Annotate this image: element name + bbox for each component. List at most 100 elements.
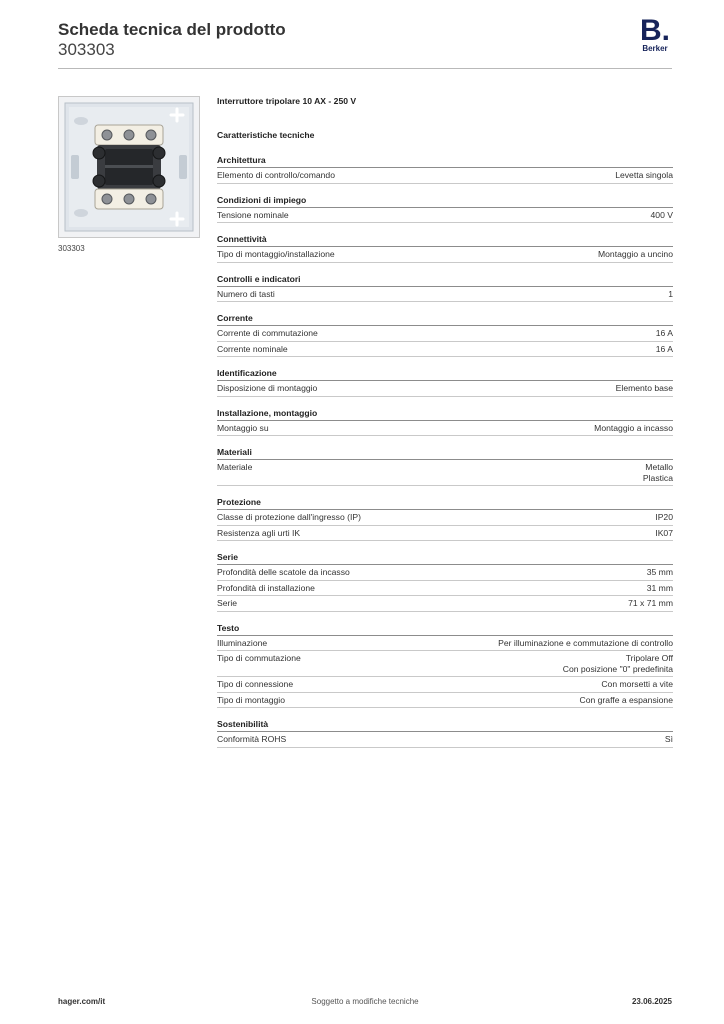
spec-label: Disposizione di montaggio bbox=[217, 383, 318, 393]
spec-value-line: Levetta singola bbox=[615, 170, 673, 180]
spec-value: Montaggio a uncino bbox=[598, 249, 673, 260]
spec-row: Classe di protezione dall'ingresso (IP) I… bbox=[217, 510, 673, 526]
product-code: 303303 bbox=[58, 40, 115, 59]
spec-value: IP20 bbox=[655, 512, 673, 523]
spec-label: Profondità di installazione bbox=[217, 582, 315, 593]
spec-value-line: 400 V bbox=[650, 209, 673, 220]
spec-value-line: Plastica bbox=[642, 472, 673, 483]
spec-value: Con graffe a espansione bbox=[580, 695, 674, 706]
spec-value: Elemento base bbox=[616, 383, 673, 394]
footer-note: Soggetto a modifiche tecniche bbox=[311, 997, 419, 1006]
logo-letter: B. bbox=[640, 14, 670, 47]
spec-value: 31 mm bbox=[647, 583, 673, 594]
spec-value: 71 x 71 mm bbox=[628, 598, 673, 609]
spec-value-line: Con morsetti a vite bbox=[601, 679, 673, 689]
spec-row: Profondità di installazione 31 mm bbox=[217, 581, 673, 596]
section-title: Architettura bbox=[217, 155, 673, 168]
spec-value: 16 A bbox=[656, 344, 673, 355]
spec-value-line: 71 x 71 mm bbox=[628, 598, 673, 608]
section-title: Identificazione bbox=[217, 368, 673, 381]
spec-label: Corrente nominale bbox=[217, 343, 288, 354]
spec-value: Per illuminazione e commutazione di cont… bbox=[498, 638, 673, 649]
spec-value: 16 A bbox=[656, 328, 673, 339]
header-divider bbox=[58, 68, 672, 69]
spec-row: Corrente di commutazione 16 A bbox=[217, 326, 673, 342]
spec-row: Serie 71 x 71 mm bbox=[217, 596, 673, 612]
spec-label: Materiale bbox=[217, 462, 253, 472]
section-title: Installazione, montaggio bbox=[217, 408, 673, 421]
section-title: Testo bbox=[217, 623, 673, 636]
spec-value: Montaggio a incasso bbox=[594, 423, 673, 434]
spec-value-line: 16 A bbox=[655, 328, 673, 338]
spec-row: Elemento di controllo/comando Levetta sin… bbox=[217, 168, 673, 184]
document-title: Scheda tecnica del prodotto bbox=[58, 20, 286, 39]
spec-value-line: 31 mm bbox=[646, 582, 673, 593]
spec-value: Sì bbox=[665, 734, 673, 745]
section-title: Protezione bbox=[217, 497, 673, 510]
spec-value: Con morsetti a vite bbox=[601, 679, 673, 690]
spec-label: Corrente di commutazione bbox=[217, 328, 318, 338]
spec-label: Tipo di montaggio/installazione bbox=[217, 249, 335, 259]
spec-row: Illuminazione Per illuminazione e commuta… bbox=[217, 636, 673, 651]
section-title: Corrente bbox=[217, 313, 673, 326]
spec-value-line: Sì bbox=[664, 734, 673, 744]
section-title: Controlli e indicatori bbox=[217, 274, 673, 287]
switch-insert-image bbox=[58, 96, 200, 238]
spec-label: Tensione nominale bbox=[217, 209, 289, 220]
spec-heading: Caratteristiche tecniche bbox=[217, 130, 315, 140]
spec-label: Numero di tasti bbox=[217, 288, 275, 299]
spec-label: Profondità delle scatole da incasso bbox=[217, 567, 350, 577]
section-title: Materiali bbox=[217, 447, 673, 460]
spec-value: Levetta singola bbox=[615, 170, 673, 181]
spec-row: Disposizione di montaggio Elemento base bbox=[217, 381, 673, 397]
spec-value-line: Con posizione "0" predefinita bbox=[562, 663, 673, 674]
spec-value-line: Montaggio a incasso bbox=[594, 422, 673, 433]
spec-row: Conformità ROHS Sì bbox=[217, 732, 673, 748]
section-title: Connettività bbox=[217, 234, 673, 247]
spec-label: Classe di protezione dall'ingresso (IP) bbox=[217, 512, 361, 522]
spec-value-line: Tripolare Off bbox=[625, 653, 673, 663]
spec-label: Illuminazione bbox=[217, 637, 268, 648]
spec-value-line: 16 A bbox=[655, 343, 673, 354]
spec-label: Serie bbox=[217, 598, 238, 608]
spec-value: 400 V bbox=[651, 210, 673, 221]
image-caption: 303303 bbox=[58, 244, 85, 253]
spec-value-line: Elemento base bbox=[615, 383, 673, 393]
switch-insert-icon bbox=[64, 102, 194, 232]
spec-value-line: Per illuminazione e commutazione di cont… bbox=[498, 637, 673, 648]
spec-value-line: IP20 bbox=[655, 512, 673, 522]
spec-value: IK07 bbox=[655, 528, 673, 539]
section-title: Serie bbox=[217, 552, 673, 565]
spec-value-line: Montaggio a uncino bbox=[597, 249, 673, 259]
section-title: Sostenibilità bbox=[217, 719, 673, 732]
page-header: Scheda tecnica del prodotto 303303 B. Be… bbox=[58, 16, 672, 70]
spec-value-line: Metallo bbox=[645, 462, 673, 472]
spec-label: Elemento di controllo/comando bbox=[217, 170, 335, 180]
spec-label: Conformità ROHS bbox=[217, 734, 287, 744]
spec-row: Tipo di montaggio/installazione Montaggio… bbox=[217, 247, 673, 263]
spec-label: Tipo di commutazione bbox=[217, 653, 301, 663]
footer-website: hager.com/it bbox=[58, 997, 106, 1006]
spec-label: Tipo di connessione bbox=[217, 679, 294, 689]
berker-logo: B. Berker bbox=[638, 14, 672, 54]
spec-row: Corrente nominale 16 A bbox=[217, 342, 673, 357]
